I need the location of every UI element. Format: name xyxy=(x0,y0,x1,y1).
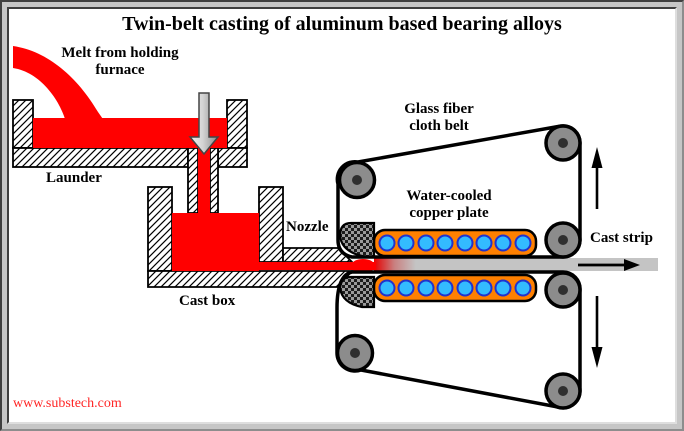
cast-box-right-wall xyxy=(258,186,284,263)
lower-copper-plate xyxy=(372,273,538,303)
drain-right-wall xyxy=(209,147,219,214)
belt-down-arrow-icon xyxy=(591,347,603,368)
launder-label: Launder xyxy=(46,170,102,186)
direction-arrows xyxy=(578,147,640,368)
launder-right-wall xyxy=(226,99,248,149)
upper-seal-block xyxy=(338,221,376,259)
launder-base-left xyxy=(12,147,189,168)
cooling-channels-upper xyxy=(378,234,532,252)
launder-base-right xyxy=(217,147,248,168)
melt-label: Melt from holding furnace xyxy=(38,45,202,79)
lower-seal-block xyxy=(338,275,376,309)
cast-strip-arrow-icon xyxy=(624,259,640,271)
nozzle-label: Nozzle xyxy=(286,219,329,235)
melt-label-line2: furnace xyxy=(95,61,145,78)
pulley-hubs xyxy=(350,138,568,396)
copper-plates xyxy=(372,228,538,303)
drain-melt-stream xyxy=(198,140,210,215)
glass-fiber-belt-label-line1: Glass fiber xyxy=(404,101,474,117)
cast-box-melt xyxy=(172,213,259,271)
drain-left-wall xyxy=(187,147,199,214)
cast-strip-band xyxy=(374,258,658,271)
melt-label-line1: Melt from holding xyxy=(61,45,179,61)
cast-box-label: Cast box xyxy=(179,293,236,309)
cast-box-base xyxy=(147,270,354,288)
cast-strip-label: Cast strip xyxy=(590,230,653,246)
pour-arrow-icon xyxy=(188,92,220,156)
nozzle-melt-channel xyxy=(259,262,376,270)
nozzle-exit-melt xyxy=(351,259,375,273)
diagram-title: Twin-belt casting of aluminum based bear… xyxy=(122,13,562,35)
glass-fiber-belt-label-line2: cloth belt xyxy=(409,117,469,134)
water-cooled-plate-label-line2: copper plate xyxy=(409,204,489,221)
water-cooled-plate-label: Water-cooled copper plate xyxy=(378,188,520,222)
cooling-channels-lower xyxy=(378,279,532,297)
belt-up-arrow-icon xyxy=(591,147,603,168)
melt-stream xyxy=(13,46,105,122)
watermark-link[interactable]: www.substech.com xyxy=(13,396,122,411)
water-cooled-plate-label-line1: Water-cooled xyxy=(406,188,492,204)
cast-box-left-wall xyxy=(147,186,173,272)
glass-fiber-belt-label: Glass fiber cloth belt xyxy=(370,101,508,135)
launder-left-wall xyxy=(12,99,34,149)
